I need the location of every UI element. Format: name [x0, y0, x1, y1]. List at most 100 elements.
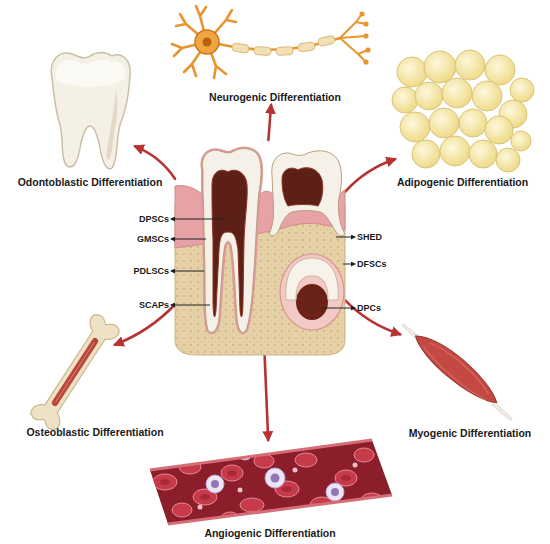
neuron-illustration: [172, 6, 368, 78]
neuron-illustration: [231, 35, 335, 56]
adipocyte-illustration: [424, 51, 456, 83]
vessel-illustration: [160, 470, 351, 508]
vessel-illustration: [295, 453, 317, 467]
vessel-illustration: [265, 468, 285, 488]
vessel-illustration: [168, 495, 392, 524]
stem-cell-source-node: DPSCsSHEDGMSCsDFSCsPDLSCsSCAPsDPCs: [175, 140, 345, 355]
vessel-illustration: [198, 505, 203, 510]
vessel-illustration: [153, 448, 383, 524]
bone-illustration: [56, 342, 95, 402]
vessel-illustration: [297, 515, 304, 522]
muscle-illustration: [492, 402, 513, 421]
jaw-illustration: [282, 168, 323, 206]
differentiation-arrow: [268, 105, 271, 140]
vessel-illustration: [150, 440, 372, 470]
vessel-illustration: [160, 479, 170, 485]
neuron-illustration: [276, 47, 293, 56]
jaw-illustration: [171, 305, 210, 306]
muscle-illustration: [409, 326, 503, 412]
neuron-illustration: [231, 43, 249, 54]
jaw-illustration: [296, 284, 328, 320]
neuron-illustration: [363, 59, 368, 64]
jaw-illustration: [343, 264, 355, 265]
vessel-illustration: [353, 463, 358, 468]
vessel-illustration: [293, 468, 298, 473]
callout-label: DPCs: [357, 302, 397, 314]
adipocyte-illustration: [442, 78, 472, 108]
neuron-illustration: [340, 14, 368, 62]
callout-label: SHED: [357, 231, 397, 243]
adipocyte-illustration: [510, 78, 534, 102]
bone-illustration: [51, 337, 100, 407]
adipocyte-illustration: [496, 148, 520, 172]
jaw-illustration: [336, 237, 355, 238]
jaw-illustration: [270, 151, 345, 236]
vessel-illustration: [140, 430, 400, 530]
outcome-node: Adipogenic Differentiation: [395, 55, 530, 175]
vessel-illustration: [282, 486, 292, 492]
differentiation-arrow: [265, 355, 269, 440]
neuron-illustration: [363, 21, 368, 26]
callout-label: SCAPs: [129, 299, 169, 311]
jaw-illustration: [322, 308, 355, 309]
adipocyte-illustration: [392, 87, 418, 113]
vessel-illustration: [292, 510, 308, 526]
outcome-node: Myogenic Differentiation: [400, 320, 515, 420]
vessel-illustration: [153, 474, 177, 490]
outcome-label: Osteoblastic Differentiation: [10, 426, 180, 439]
jaw-illustration: [171, 149, 355, 355]
differentiation-arrow: [135, 146, 175, 178]
vessel-illustration: [271, 474, 280, 483]
adipocyte-illustration: [455, 50, 485, 80]
vessel-illustration: [140, 430, 400, 530]
callout-label: GMSCs: [129, 233, 169, 245]
muscle-illustration: [396, 315, 519, 427]
tooth-illustration: [106, 90, 117, 159]
tooth-illustration: [51, 53, 130, 169]
jaw-illustration: [212, 170, 247, 317]
differentiation-arrow: [115, 305, 175, 345]
adipocyte-illustration: [397, 57, 427, 87]
jaw-illustration: [171, 271, 204, 272]
vessel-illustration: [206, 444, 344, 526]
jaw-illustration: [286, 258, 338, 300]
vessel-illustration: [227, 470, 237, 476]
outcome-node: Osteoblastic Differentiation: [35, 318, 115, 425]
tooth-illustration: [51, 53, 130, 169]
adipocyte-illustration: [415, 82, 443, 110]
outcome-label: Neurogenic Differentiation: [175, 91, 375, 104]
jaw-illustration: [171, 239, 206, 240]
adipocyte-illustration: [469, 140, 497, 168]
bone-illustration: [28, 312, 121, 432]
outcome-node: Angiogenic Differentiation: [150, 440, 390, 522]
adipocyte-illustration: [485, 55, 515, 85]
muscle-illustration: [421, 337, 494, 403]
vessel-illustration: [200, 494, 210, 500]
vessel-illustration: [331, 488, 339, 496]
jaw-illustration: [202, 149, 261, 333]
adipocyte-illustration: [429, 108, 459, 138]
adipocyte-illustration: [472, 81, 502, 111]
vessel-illustration: [211, 480, 219, 488]
adipocyte-illustration: [392, 50, 534, 172]
vessel-illustration: [140, 430, 400, 530]
outcome-label: Angiogenic Differentiation: [150, 527, 390, 540]
vessel-illustration: [242, 449, 249, 456]
neuron-illustration: [359, 11, 370, 64]
neuron-illustration: [365, 47, 370, 52]
jaw-illustration: [202, 149, 261, 333]
jaw-illustration: [280, 254, 344, 330]
vessel-illustration: [221, 465, 243, 481]
outcome-label: Myogenic Differentiation: [395, 427, 545, 440]
adipocyte-illustration: [485, 116, 513, 144]
neuron-illustration: [363, 33, 368, 38]
vessel-illustration: [238, 488, 243, 493]
differentiation-arrow: [345, 300, 400, 334]
jaw-illustration: [171, 219, 225, 220]
adipocyte-illustration: [511, 131, 531, 151]
bone-illustration: [28, 312, 121, 432]
neuron-illustration: [317, 35, 335, 47]
neuron-illustration: [203, 38, 212, 47]
